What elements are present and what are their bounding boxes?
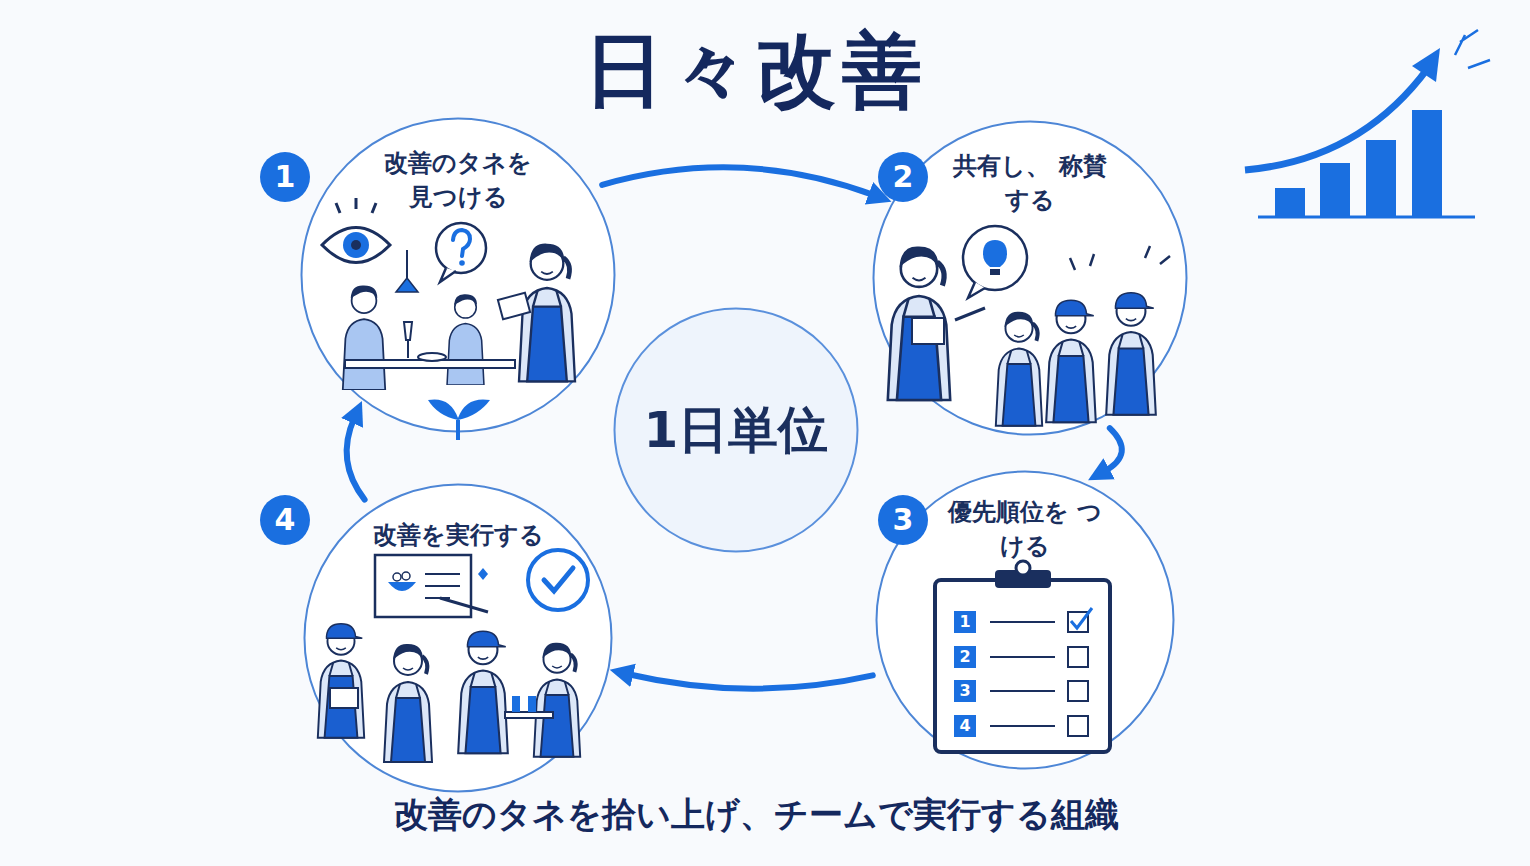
list-number: 2 [954, 646, 976, 668]
circle-shape [877, 472, 1174, 769]
step-heading: 共有し、 称賛する [943, 150, 1118, 217]
diagram-caption: 改善のタネを拾い上げ、チームで実行する組織 [0, 792, 1512, 838]
action-scene [318, 550, 588, 762]
center-label: 1日単位 [626, 395, 846, 465]
sprout-icon [428, 399, 490, 440]
circle-shape [874, 122, 1187, 435]
eye-icon [322, 198, 390, 263]
callout-number: 4 [260, 495, 310, 545]
circle-shape [305, 485, 612, 792]
question-bubble [436, 223, 486, 282]
step-circle: 改善のタネを 見つける [300, 117, 616, 433]
clipboard [935, 561, 1110, 752]
circle-shape [302, 119, 615, 432]
callout-number: 3 [878, 495, 928, 545]
callout-number: 2 [878, 152, 928, 202]
circle-shape [615, 309, 858, 552]
lamp [396, 250, 418, 292]
cycle-arrow [602, 167, 874, 195]
list-number: 1 [954, 611, 976, 633]
step-heading: 優先順位を つける [938, 496, 1113, 563]
list-number: 3 [954, 680, 976, 702]
sharing-scene [888, 226, 1170, 426]
step-circle: 改善を実行する [303, 483, 613, 793]
callout-number: 1 [260, 152, 310, 202]
growth-chart-icon [1245, 30, 1490, 217]
step-heading: 改善を実行する [338, 519, 578, 553]
diagram-title: 日々改善 [0, 18, 1512, 126]
restaurant-scene [343, 244, 575, 390]
list-number: 4 [954, 715, 976, 737]
cycle-arrow [1104, 428, 1122, 472]
step-heading: 改善のタネを 見つける [371, 147, 546, 214]
center-circle: 1日単位 [613, 307, 859, 553]
cycle-arrow [627, 674, 873, 689]
cycle-arrow [347, 417, 365, 499]
